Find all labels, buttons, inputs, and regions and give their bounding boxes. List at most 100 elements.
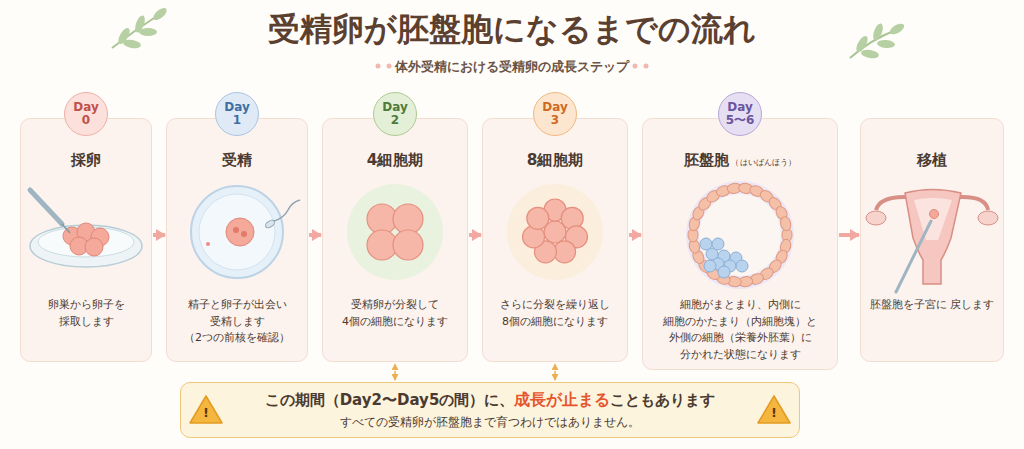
warning-triangle [190,396,790,423]
egg-cell-part [63,227,81,245]
warning-text: 成長が止まる [514,390,610,409]
step-heading: 胚盤胞 [684,150,730,171]
step-description: 細胞がまとまり、内側に 細胞のかたまり（内細胞塊）と 外側の細胞（栄養外胚葉）に… [649,297,831,363]
pipette [30,190,70,233]
flow-arrow [309,233,321,237]
eight-cell-embryo-part [523,199,588,263]
flow-arrow [469,233,481,237]
warning-mark: ! [198,405,214,421]
decor-dot-part [633,64,638,69]
four-cell-embryo-part-part [367,204,397,234]
step-card: 移植胚盤胞を子宮に 戻します [860,118,1004,362]
blastocyst-part-part [724,260,736,272]
fertilized-egg-part [206,242,210,246]
step-heading: 4細胞期 [367,150,424,171]
leaf-sprig-part [854,34,870,54]
blastocyst-part-part [704,260,716,272]
leaf-sprig-part [122,38,141,49]
blastocyst-part-part [706,248,718,260]
step-description: 精子と卵子が出会い 受精します （2つの前核を確認） [173,297,301,347]
blastocyst-part-part [758,188,775,204]
uterus-part [959,197,988,210]
step-heading: 移植 [917,150,948,171]
warning-box: この期間（Day2〜Day5の間）に、成長が止まることもありますすべての受精卵が… [180,382,800,438]
subtitle: 体外受精における受精卵の成長ステップ [0,58,1024,76]
four-cell-embryo-part [367,204,423,260]
leaf-sprig-part [888,22,906,37]
blastocyst-part-part [691,205,706,222]
diagram-title: 受精卵が胚盤胞になるまでの流れ [0,8,1024,52]
warning-text: こともあります [610,391,715,409]
fertilized-egg-part [241,231,247,237]
day-label: Day 2 [378,101,412,126]
flow-arrow [629,233,641,237]
blastocyst-part-part [696,195,713,212]
fertilized-egg-part [191,186,283,278]
eight-cell-embryo-part-part [544,199,566,221]
blastocyst-part-part [715,272,732,286]
blastocyst-part-part [767,258,784,275]
leaf-sprig-part [877,39,896,49]
leaf-sprig [112,6,169,50]
blastocyst-part-part [691,248,706,265]
day-label: Day 5〜6 [723,101,757,126]
eight-cell-embryo-part-part [523,226,545,248]
step-description: 受精卵が分裂して 4個の細胞になります [329,297,461,330]
step-card: 受精精子と卵子が出会い 受精します （2つの前核を確認）Day 1 [166,118,308,362]
blastocyst-part-part [727,276,742,288]
blastocyst-part-part [758,266,775,282]
blastocyst-part-part [730,252,742,264]
blastocyst-part [699,194,781,276]
blastocyst-part [686,181,794,289]
blastocyst-part-part [705,188,722,204]
blastocyst-part-part [688,228,698,242]
petri-dish-part [30,225,142,267]
step-card: 8細胞期さらに分裂を繰り返し 8個の細胞になりますDay 3 [482,118,628,362]
egg-cell-part [77,223,95,241]
four-cell-embryo-part-part [393,204,423,234]
blastocyst-part-part [727,183,742,195]
decor-dot [376,64,649,69]
transfer-catheter [896,221,931,292]
step-description: 卵巣から卵子を 採取します [27,297,145,330]
step-description: さらに分裂を繰り返し 8個の細胞になります [489,297,621,330]
blastocyst-part-part [718,250,730,262]
blastocyst-part-part [748,272,765,286]
dashed-pointer [554,364,556,380]
blastocyst-part-part [748,184,765,198]
leaf-sprig-part [871,22,885,42]
step-card: 胚盤胞（はいばんほう） 細胞がまとまり、内側に 細胞のかたまり（内細胞塊）と 外側… [642,118,838,370]
uterus-part [978,211,998,225]
day-label: Day 0 [69,101,103,126]
blastocyst-part-part [700,238,712,250]
fertilized-egg-part [199,194,275,270]
eight-cell-embryo-part-part [561,207,583,229]
decor-dot-part [387,64,392,69]
card-heading-row: 胚盤胞（はいばんほう） [653,150,828,171]
blastocyst-part-part [767,195,784,212]
four-cell-embryo [347,184,443,280]
fertilized-egg-part [233,227,239,233]
blastocyst-part-part [779,216,792,232]
sperm [264,200,300,229]
blastocyst-part-part [688,238,701,254]
blastocyst-part-part [774,248,789,265]
day-badge: Day 2 [373,92,417,136]
uterus-part [930,210,939,219]
leaf-sprig-part [151,6,168,22]
warning-triangle-part [190,396,222,423]
day-label: Day 1 [220,101,254,126]
fertilized-egg-part [226,218,254,246]
blastocyst-part-part [712,258,724,270]
blastocyst-part-part [779,238,792,254]
blastocyst-part-part [712,238,724,250]
step-heading: 受精 [222,150,253,171]
day-badge: Day 1 [215,92,259,136]
leaf-sprig-part [112,14,160,48]
eight-cell-embryo-part-part [554,241,576,263]
uterus-part [866,211,886,225]
eight-cell-embryo-part-part [534,241,556,263]
warning-mark: ! [766,405,782,421]
day-badge: Day 5〜6 [718,92,762,136]
card-heading-row: 4細胞期 [330,150,460,171]
